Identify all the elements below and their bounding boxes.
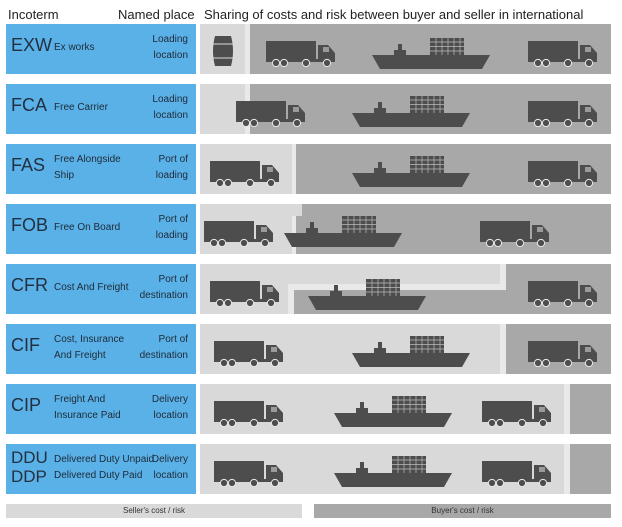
named-place-header: Named place: [118, 7, 195, 22]
named-place-line2: destination: [139, 290, 188, 301]
risk-band-exw: [200, 24, 611, 74]
named-place-line1: Port of: [158, 154, 188, 165]
ship-icon: [284, 216, 404, 248]
truck-icon: [528, 281, 598, 307]
named-place-line2: location: [153, 110, 188, 121]
incoterm-description-line2: Delivered Duty Paid: [54, 470, 143, 481]
risk-band-cip: [200, 384, 611, 434]
truck-icon: [482, 401, 552, 427]
risk-band-fob: [200, 204, 611, 254]
incoterm-row-fca: FCA Free Carrier Loading location: [6, 84, 196, 134]
risk-band-fas: [200, 144, 611, 194]
named-place-line2: location: [153, 470, 188, 481]
incoterm-row-cfr: CFR Cost And Freight Port of destination: [6, 264, 196, 314]
incoterm-code: DDU: [11, 448, 48, 467]
truck-icon: [214, 461, 284, 487]
incoterm-description-line2: And Freight: [54, 350, 106, 361]
ship-icon: [372, 38, 492, 70]
truck-icon: [214, 341, 284, 367]
incoterm-description-line1: Freight And: [54, 394, 106, 405]
named-place-line1: Loading: [152, 34, 188, 45]
incoterm-header: Incoterm: [8, 7, 59, 22]
truck-icon: [236, 101, 306, 127]
incoterm-description-line1: Cost, Insurance: [54, 334, 125, 345]
incoterm-row-ddu-ddp: DDU DDP Delivered Duty Unpaid Delivered …: [6, 444, 196, 494]
incoterm-row-fas: FAS Free Alongside Ship Port of loading: [6, 144, 196, 194]
named-place-line2: loading: [155, 170, 188, 181]
incoterm-code: CIF: [11, 335, 40, 355]
named-place-line2: loading: [155, 230, 188, 241]
named-place-line1: Port of: [158, 214, 188, 225]
incoterm-code: CIP: [11, 395, 42, 415]
incoterm-description-line1: Free Alongside: [54, 154, 121, 165]
named-place-line1: Delivery: [151, 394, 188, 405]
named-place-line1: Port of: [158, 274, 188, 285]
named-place-line1: Loading: [152, 94, 188, 105]
legend-seller: Seller's cost / risk: [6, 504, 302, 518]
incoterm-row-cip: CIP Freight And Insurance Paid Delivery …: [6, 384, 196, 434]
incoterm-description-line1: Delivered Duty Unpaid: [54, 454, 155, 465]
legend-buyer: Buyer's cost / risk: [314, 504, 611, 518]
named-place-line1: Delivery: [151, 454, 188, 465]
incoterm-row-exw: EXW Ex works Loading location: [6, 24, 196, 74]
named-place-line1: Port of: [158, 334, 188, 345]
truck-icon: [482, 461, 552, 487]
risk-band-ddu-ddp: [200, 444, 611, 494]
truck-icon: [210, 161, 280, 187]
incoterm-code-second: DDP: [11, 467, 47, 486]
incoterm-code: FAS: [11, 155, 46, 175]
named-place-line2: location: [153, 410, 188, 421]
truck-icon: [528, 161, 598, 187]
buyer-segment: [570, 384, 611, 434]
truck-icon: [266, 41, 336, 67]
incoterm-code: CFR: [11, 275, 48, 295]
named-place-line2: destination: [139, 350, 188, 361]
incoterm-description: Ex works: [54, 42, 95, 53]
incoterm-description: Free Carrier: [54, 102, 108, 113]
barrel-icon: [212, 35, 234, 67]
truck-icon: [528, 41, 598, 67]
incoterm-description: Cost And Freight: [54, 282, 129, 293]
ship-icon: [352, 96, 472, 128]
incoterm-description-line2: Ship: [54, 170, 75, 181]
truck-icon: [204, 221, 274, 247]
ship-icon: [334, 396, 454, 428]
truck-icon: [210, 281, 280, 307]
truck-icon: [214, 401, 284, 427]
truck-icon: [480, 221, 550, 247]
incoterm-description: Free On Board: [54, 222, 121, 233]
seller-notch: [292, 204, 302, 216]
risk-band-cif: [200, 324, 611, 374]
seller-segment-cost: [200, 264, 500, 284]
ship-icon: [352, 336, 472, 368]
ship-icon: [308, 279, 428, 311]
incoterm-description-line2: Insurance Paid: [54, 410, 121, 421]
ship-icon: [352, 156, 472, 188]
truck-icon: [528, 341, 598, 367]
risk-band-cfr: [200, 264, 611, 314]
incoterm-row-fob: FOB Free On Board Port of loading: [6, 204, 196, 254]
truck-icon: [528, 101, 598, 127]
risk-band-fca: [200, 84, 611, 134]
incoterm-code: FOB: [11, 215, 49, 235]
incoterm-code: EXW: [11, 35, 53, 55]
named-place-line2: location: [153, 50, 188, 61]
incoterm-code: FCA: [11, 95, 47, 115]
buyer-segment: [570, 444, 611, 494]
incoterm-row-cif: CIF Cost, Insurance And Freight Port of …: [6, 324, 196, 374]
ship-icon: [334, 456, 454, 488]
